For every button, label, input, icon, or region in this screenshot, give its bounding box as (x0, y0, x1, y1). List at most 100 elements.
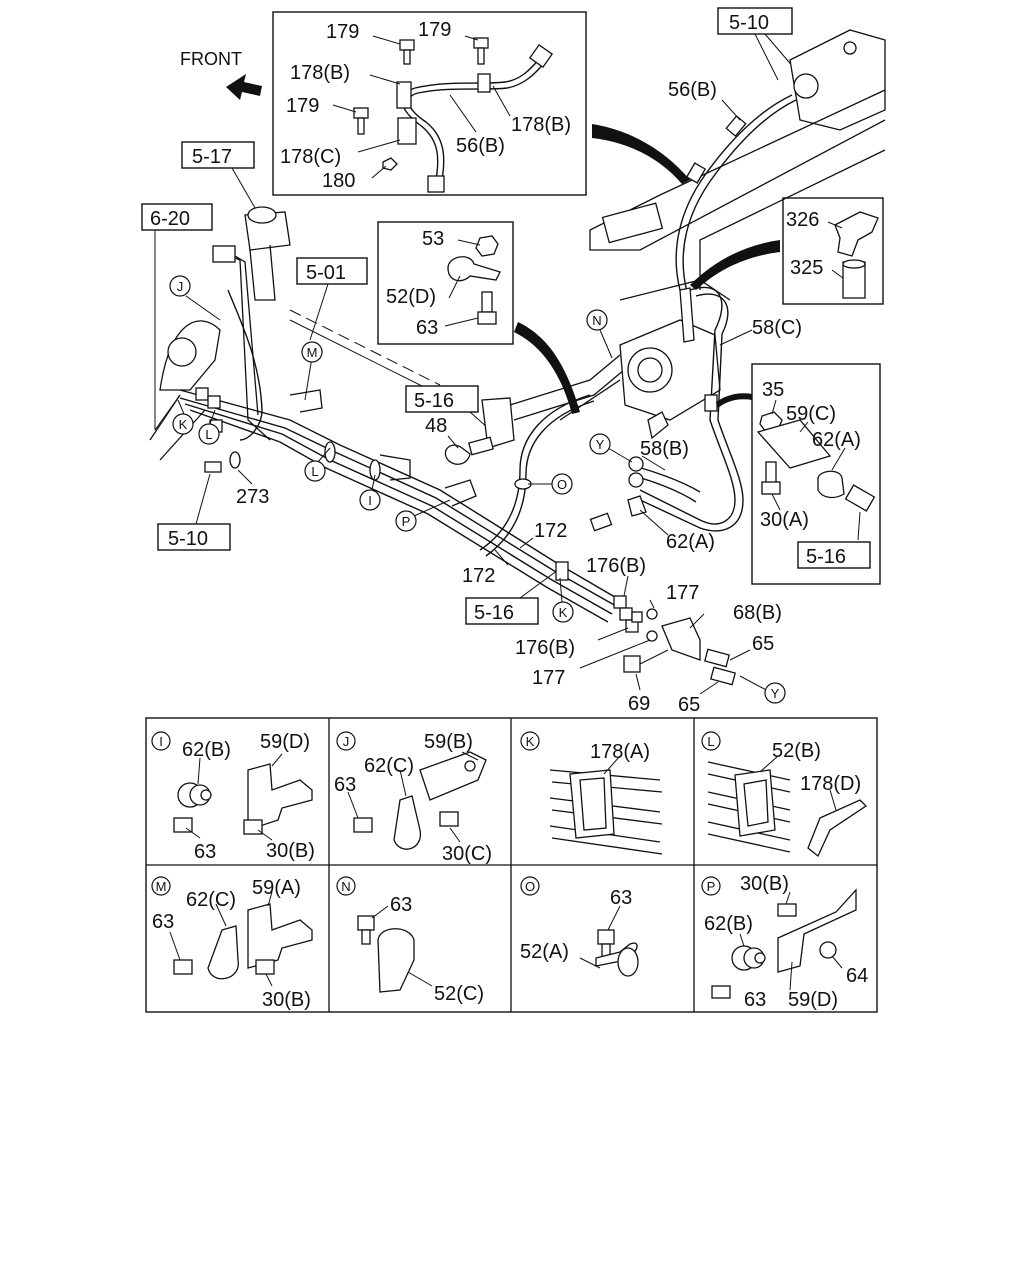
part-label-56b: 56(B) (668, 79, 717, 101)
pipe-58c (639, 286, 736, 525)
part-label-35: 35 (762, 379, 784, 401)
detail-panel-k: K 178(A) (520, 731, 663, 855)
part-label: 62(B) (704, 913, 753, 935)
svg-text:K: K (179, 417, 188, 432)
nut-180 (382, 157, 398, 171)
callout-k (552, 601, 574, 623)
part-label: 64 (846, 965, 868, 987)
bracket-59a (247, 903, 313, 969)
tee-fitting-326 (834, 211, 879, 257)
bracket-p (444, 479, 477, 507)
bolt-63 (477, 311, 497, 325)
bracket-m (289, 389, 323, 413)
front-label: FRONT (180, 49, 242, 69)
bolt-63 (173, 959, 193, 975)
nut-53 (475, 235, 499, 257)
part-label-65: 65 (678, 694, 700, 716)
lower-center-assembly: 172 172 5-16 176(B) 177 176(B) 177 68(B) (462, 520, 782, 716)
part-label: 178(D) (800, 773, 861, 795)
part-label: 62(C) (364, 755, 414, 777)
callout-l (304, 460, 326, 482)
part-label-30a: 30(A) (760, 509, 809, 531)
fittings-65 (704, 648, 736, 686)
svg-text:I: I (159, 734, 163, 749)
bolt-69 (623, 655, 641, 673)
clip-178b-right (477, 73, 491, 93)
part-label: 63 (390, 894, 412, 916)
svg-text:Y: Y (596, 437, 605, 452)
part-label: 63 (744, 989, 766, 1011)
clip-52c (377, 928, 415, 993)
fittings-176b (613, 595, 643, 633)
section-ref-text: 5-16 (414, 390, 454, 412)
svg-text:J: J (343, 734, 350, 749)
bolt-30b (243, 819, 263, 835)
part-label: 178(A) (590, 741, 650, 763)
part-label-177: 177 (666, 582, 699, 604)
callout-y (764, 682, 786, 704)
bolt-63 (711, 985, 731, 999)
part-label-58c: 58(C) (752, 317, 802, 339)
part-label-58b: 58(B) (640, 438, 689, 460)
inset-frame (751, 363, 881, 585)
pipe-172 (179, 389, 621, 601)
section-ref-6-20 (141, 203, 213, 231)
part-label-273: 273 (236, 486, 269, 508)
inset-fitting-326-325: 326 325 (782, 197, 884, 305)
part-label-52d: 52(D) (386, 286, 436, 308)
upper-right-assembly: 5-10 56(B) (589, 7, 886, 293)
pointer-swoosh (592, 124, 690, 184)
part-label-179: 179 (286, 95, 319, 117)
svg-text:P: P (707, 879, 716, 894)
clip-62a (817, 470, 845, 499)
hose-56b (675, 94, 793, 291)
bolt-179 (473, 37, 489, 65)
part-label: 62(B) (182, 739, 231, 761)
bolt-30a (761, 481, 781, 495)
bolt-63 (357, 915, 375, 931)
bolt (844, 484, 876, 512)
bolt-30c (439, 811, 459, 827)
callout-i (359, 489, 381, 511)
part-label-325: 325 (790, 257, 823, 279)
detail-panel-l: L 52(B) 178(D) (701, 731, 868, 858)
pointer-swoosh (690, 240, 780, 290)
section-ref-5-10 (157, 523, 231, 551)
part-label: 30(B) (262, 989, 311, 1011)
part-label-172: 172 (534, 520, 567, 542)
hose-56b-inset (401, 57, 541, 186)
part-label-177: 177 (532, 667, 565, 689)
part-label: 52(B) (772, 740, 821, 762)
svg-text:L: L (311, 464, 318, 479)
bracket-59d (247, 763, 313, 831)
bolt-30b (777, 903, 797, 917)
inset-clip-52d: 53 52(D) 63 (377, 221, 514, 345)
inset-hose-clips: 179 179 178(B) 179 178(B) 56(B) 178(C) 1… (272, 11, 587, 196)
callout-l (198, 423, 220, 445)
hose-end-fitting (528, 43, 554, 69)
part-label-179: 179 (326, 21, 359, 43)
section-ref-text: 6-20 (150, 208, 190, 230)
part-label-69: 69 (628, 693, 650, 715)
svg-text:N: N (592, 313, 601, 328)
section-ref-text: 5-10 (168, 528, 208, 550)
svg-text:Y: Y (771, 686, 780, 701)
bolt-30b (255, 959, 275, 975)
callout-o (551, 473, 573, 495)
part-label-178c: 178(C) (280, 146, 341, 168)
hose-center (479, 394, 591, 551)
washer-273 (229, 451, 241, 469)
part-label: 59(D) (788, 989, 838, 1011)
bracket-5-16 (481, 397, 515, 449)
callout-k (172, 413, 194, 435)
pointer-swoosh (716, 393, 752, 408)
right-center-assembly: 58(C) 58(B) 62(A) (559, 279, 802, 553)
bracket-59d (777, 888, 857, 973)
part-label: 52(C) (434, 983, 484, 1005)
bolt-63 (353, 817, 373, 833)
part-label-48: 48 (425, 415, 447, 437)
bolt-5-10 (204, 461, 222, 473)
bolt-179 (353, 107, 369, 135)
callout-y (589, 433, 611, 455)
